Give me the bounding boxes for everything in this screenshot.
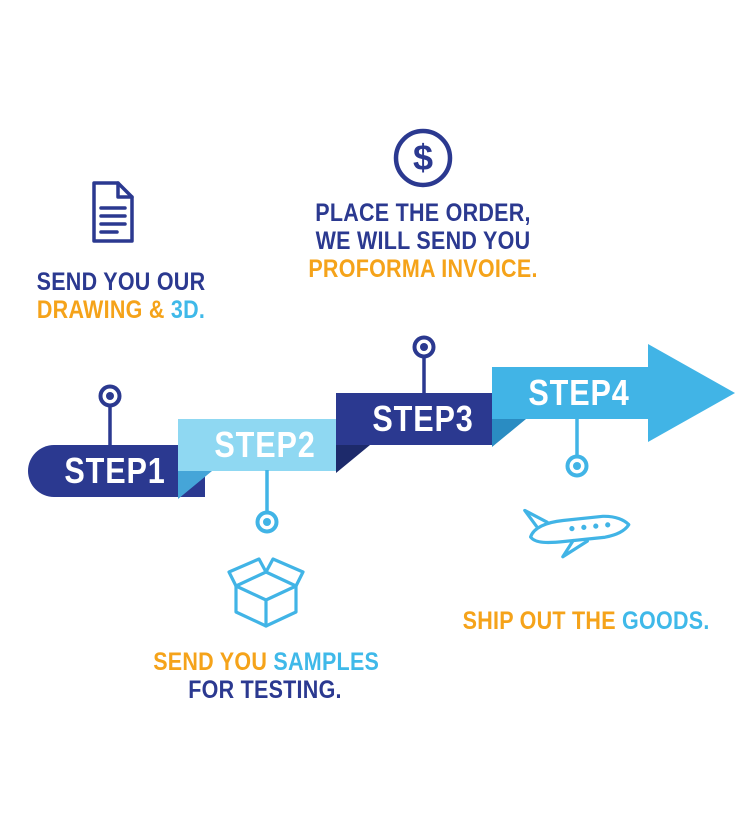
step4-banner: [492, 367, 649, 419]
caption-order-line2: WE WILL SEND YOU: [315, 227, 531, 255]
caption-drawing-line2: DRAWING & 3D.: [18, 296, 224, 324]
package-box-icon: [227, 557, 305, 628]
caption-drawing: SEND YOU OUR DRAWING & 3D.: [18, 268, 224, 324]
step1-pin-dot: [106, 392, 114, 400]
caption-samples-line1: SEND YOU SAMPLES: [153, 648, 380, 676]
step3-label: STEP3: [372, 398, 474, 439]
caption-order-line1: PLACE THE ORDER,: [315, 199, 531, 227]
step1-banner: [28, 445, 205, 497]
arrow-head: [648, 344, 735, 442]
caption-ship: SHIP OUT THE GOODS.: [462, 607, 710, 635]
step2-banner: [178, 419, 336, 471]
step2-pin-dot: [263, 518, 271, 526]
caption-drawing-line2-seg2: 3D.: [170, 296, 206, 324]
step4-label: STEP4: [528, 372, 630, 413]
step2-fold: [178, 471, 212, 499]
step3-fold: [336, 445, 370, 473]
step4-fold: [492, 419, 526, 447]
caption-samples: SEND YOU SAMPLES FOR TESTING.: [153, 648, 380, 704]
caption-samples-line1-seg1: SEND YOU: [153, 648, 274, 676]
caption-samples-line1-seg2: SAMPLES: [273, 648, 380, 676]
step2-pin: [255, 470, 279, 534]
step3-banner: [336, 393, 492, 445]
caption-order: PLACE THE ORDER, WE WILL SEND YOU PROFOR…: [303, 199, 544, 283]
dollar-coin-icon: $: [393, 128, 453, 188]
step4-pin-dot: [573, 462, 581, 470]
document-icon: [92, 181, 134, 243]
caption-drawing-line1: SEND YOU OUR: [36, 268, 206, 296]
caption-ship-line1: SHIP OUT THE GOODS.: [462, 607, 710, 635]
step3-pin: [412, 335, 436, 394]
airplane-icon: [523, 508, 631, 559]
caption-order-line3: PROFORMA INVOICE.: [308, 255, 538, 283]
caption-drawing-line2-seg1: DRAWING &: [36, 296, 171, 324]
step4-pin: [565, 418, 589, 478]
caption-ship-line1-seg2: GOODS.: [622, 607, 710, 635]
step1-pin: [98, 384, 122, 446]
caption-ship-line1-seg1: SHIP OUT THE: [462, 607, 623, 635]
step2-label: STEP2: [214, 424, 316, 465]
step3-pin-dot: [420, 343, 428, 351]
caption-samples-line2: FOR TESTING.: [188, 676, 342, 704]
step1-label: STEP1: [64, 450, 166, 491]
dollar-symbol: $: [413, 137, 433, 178]
